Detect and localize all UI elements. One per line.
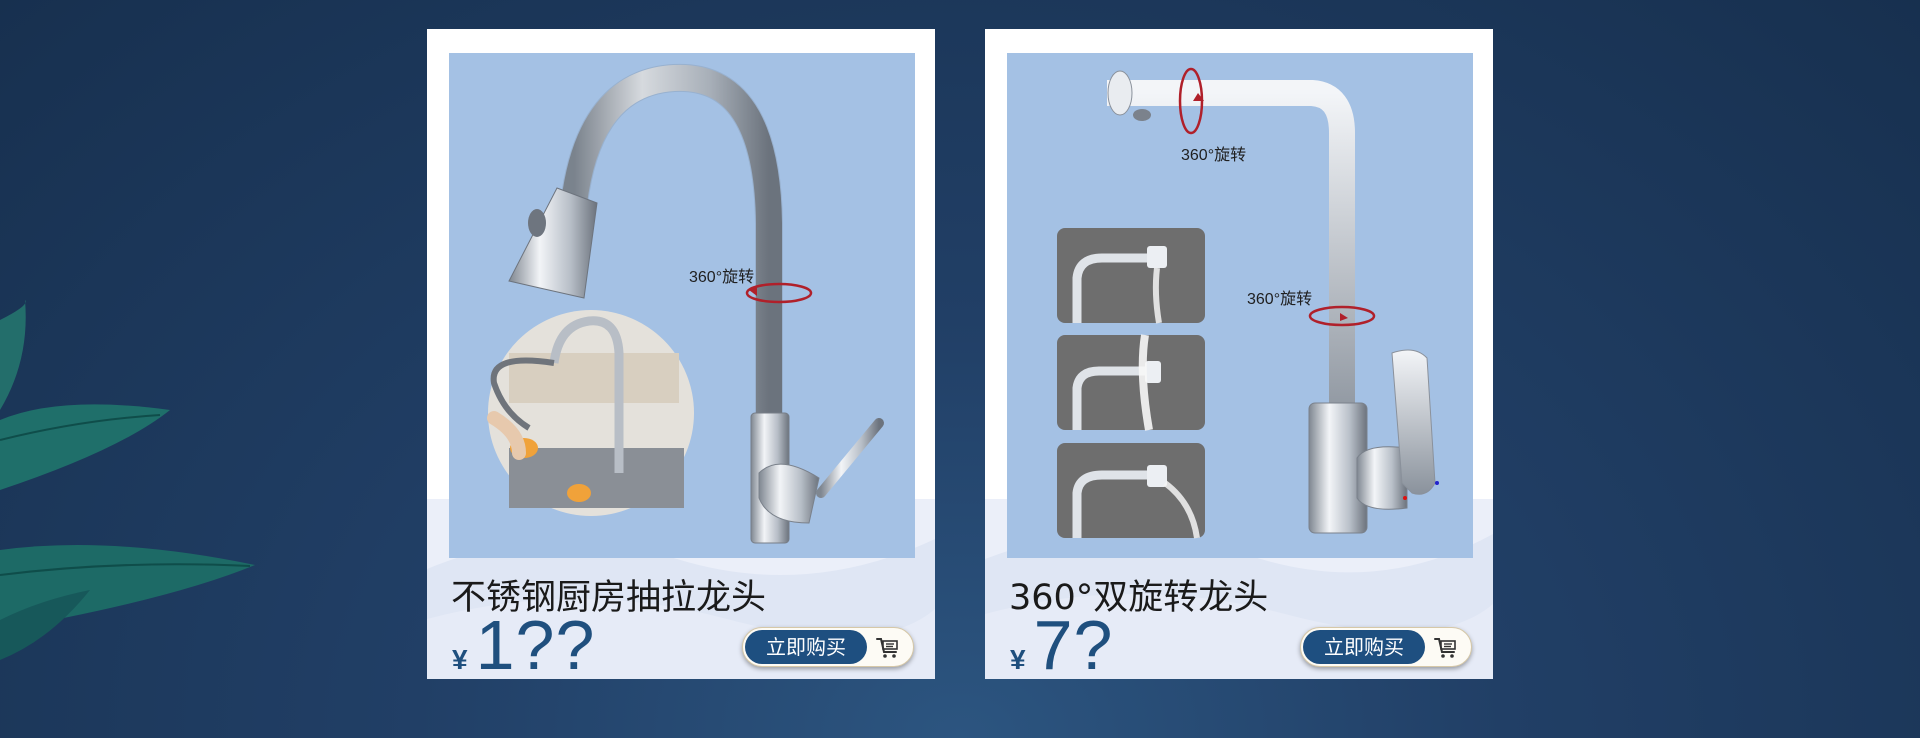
- rotation-label: 360°旋转: [1247, 291, 1313, 308]
- product-image-pullout-faucet[interactable]: 360°旋转: [449, 53, 915, 558]
- buy-now-button[interactable]: 立即购买: [742, 627, 914, 667]
- product-price: ¥ 1??: [452, 605, 595, 679]
- buy-now-button[interactable]: 立即购买: [1300, 627, 1472, 667]
- rotation-label: 360°旋转: [1181, 147, 1247, 164]
- rotate-arrow-icon: [745, 282, 813, 304]
- price-amount: 7?: [1033, 606, 1114, 679]
- product-title[interactable]: 360°双旋转龙头: [1009, 578, 1269, 618]
- product-card-2[interactable]: 360°旋转 360°旋转 360°双旋转龙头 ¥ 7? 立即购买: [985, 29, 1493, 679]
- buy-now-label: 立即购买: [1303, 630, 1425, 664]
- cart-icon: [876, 638, 898, 658]
- product-title[interactable]: 不锈钢厨房抽拉龙头: [451, 578, 767, 618]
- cart-icon: [1434, 638, 1456, 658]
- rotate-arrow-icon: [1308, 305, 1376, 327]
- product-price: ¥ 7?: [1010, 605, 1113, 679]
- product-card-1[interactable]: 360°旋转 不锈钢厨房抽拉龙头 ¥ 1?? 立即购买: [427, 29, 935, 679]
- currency-symbol: ¥: [1010, 644, 1026, 675]
- leaf-decoration: [0, 300, 255, 660]
- currency-symbol: ¥: [452, 644, 468, 675]
- product-image-dual-rotation-faucet[interactable]: 360°旋转 360°旋转: [1007, 53, 1473, 558]
- buy-now-label: 立即购买: [745, 630, 867, 664]
- price-amount: 1??: [475, 606, 596, 679]
- rotation-label: 360°旋转: [689, 269, 755, 286]
